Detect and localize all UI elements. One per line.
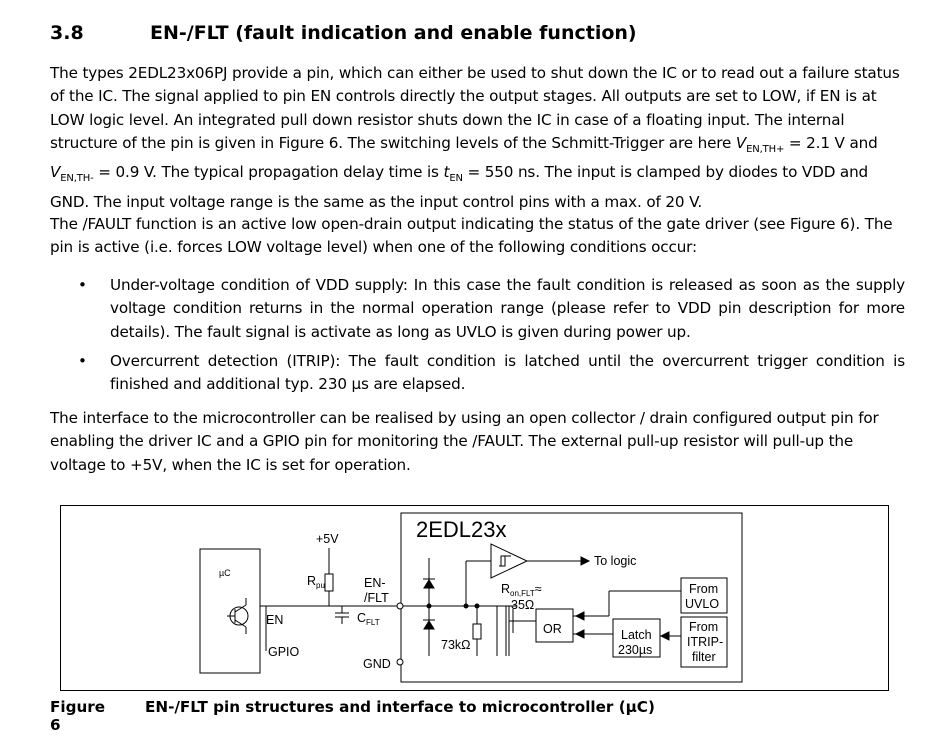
itrip-from: From [689,620,718,634]
ic-box [400,512,743,683]
paragraph-interface-description: The interface to the microcontroller can… [50,409,879,474]
gpio-label: GPIO [268,645,300,659]
r73-label: 73kΩ [441,638,471,652]
paragraph-fault-description: The /FAULT function is an active low ope… [50,215,893,257]
pullup-resistor [324,573,334,592]
figure-frame: µC 2EDL23x +5V Rpu EN- /FLT CFLT EN GPIO… [60,505,889,691]
latch-label: Latch [621,628,652,642]
uc-label: µC [219,568,231,578]
ron-label: Ron,FLT≈ [501,582,542,598]
uvlo-label: UVLO [685,597,719,611]
circuit-diagram: µC 2EDL23x +5V Rpu EN- /FLT CFLT EN GPIO… [199,512,743,683]
en-label: EN [266,613,283,627]
or-label: OR [543,622,562,636]
ron-value: 35Ω [511,598,534,612]
paragraph-en-description: The types 2EDL23x06PJ provide a pin, whi… [50,64,900,211]
pin-flt-label: /FLT [364,591,389,605]
pin-en-label: EN- [364,576,386,590]
pulldown-resistor [472,623,482,640]
gnd-label: GND [363,657,391,671]
supply-label: +5V [316,532,339,546]
figure-caption-text: EN-/FLT pin structures and interface to … [145,698,655,716]
latch-box [612,618,661,658]
itrip-filter: filter [692,650,716,664]
figure-label: Figure 6 [50,698,106,734]
uvlo-source-box [680,577,728,614]
itrip-label: ITRIP- [687,635,723,649]
uvlo-from: From [689,582,718,596]
itrip-source-box [680,616,728,668]
list-item: •Under-voltage condition of VDD supply: … [78,276,905,341]
section-number: 3.8 [50,22,84,44]
list-item: •Overcurrent detection (ITRIP): The faul… [78,351,905,394]
to-logic-label: To logic [594,554,636,568]
ic-name: 2EDL23x [416,517,507,542]
section-title: EN-/FLT (fault indication and enable fun… [150,22,637,44]
schmitt-trigger [490,543,529,579]
or-gate [535,608,574,643]
fault-conditions-list: •Under-voltage condition of VDD supply: … [50,274,905,402]
cflt-label: CFLT [357,611,380,627]
latch-time: 230µs [618,643,652,657]
rpu-label: Rpu [307,574,325,590]
